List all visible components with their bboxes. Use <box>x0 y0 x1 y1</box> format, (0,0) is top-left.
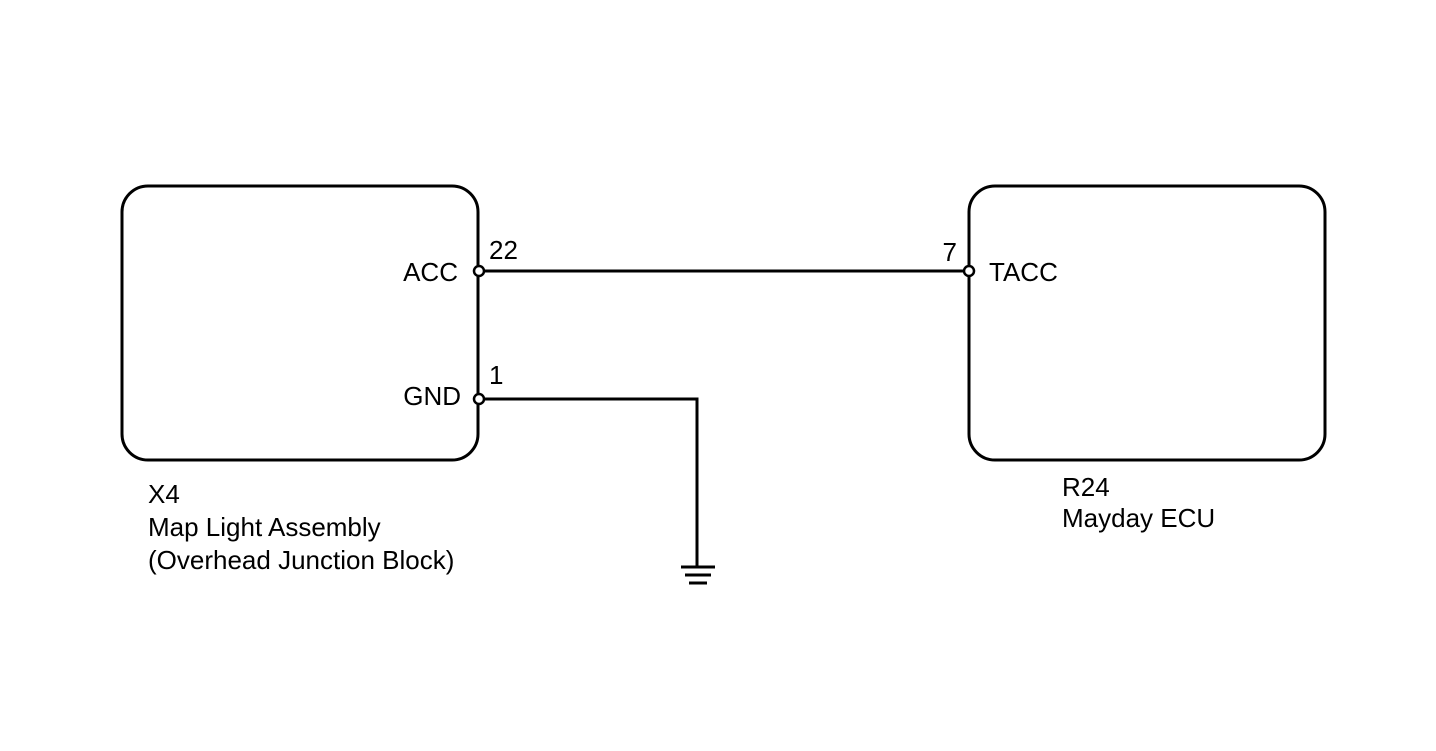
terminal-gnd-1 <box>472 392 486 406</box>
right-component-id: R24 <box>1062 472 1110 502</box>
pin-label-acc: ACC <box>403 257 458 287</box>
terminal-acc-22 <box>472 264 486 278</box>
right-component-name: Mayday ECU <box>1062 503 1215 533</box>
pin-label-gnd: GND <box>403 381 461 411</box>
left-component-subname: (Overhead Junction Block) <box>148 545 454 575</box>
ground-icon <box>681 565 715 585</box>
left-component-id: X4 <box>148 479 180 509</box>
gnd-wire <box>484 397 699 566</box>
pin-label-tacc: TACC <box>989 257 1058 287</box>
pin-number-7: 7 <box>943 237 957 267</box>
pin-number-22: 22 <box>489 235 518 265</box>
left-component-name: Map Light Assembly <box>148 512 381 542</box>
pin-number-1: 1 <box>489 360 503 390</box>
terminal-tacc-7 <box>962 264 976 278</box>
map-light-assembly-box <box>120 184 480 462</box>
mayday-ecu-box <box>967 184 1327 462</box>
